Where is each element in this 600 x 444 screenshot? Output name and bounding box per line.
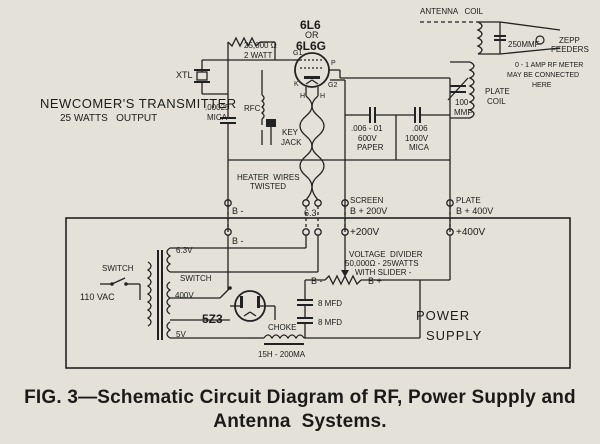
label-rf-meter-2: MAY BE CONNECTED: [507, 72, 580, 79]
key-jack: [261, 119, 276, 145]
label-vd-value: 50,000Ω - 25WATTS: [345, 259, 419, 268]
label-twisted: TWISTED: [250, 182, 286, 191]
terminal-label-63: 6.3: [304, 208, 317, 218]
label-c4-unit: MMF: [454, 108, 473, 117]
label-k: K: [294, 81, 299, 88]
label-8mfd-b: 8 MFD: [318, 318, 342, 327]
voltage-divider: [305, 235, 451, 339]
figure-caption-line2: Antenna Systems.: [213, 411, 387, 432]
label-g2: G2: [328, 82, 338, 89]
label-c3-volt: 1000V: [405, 134, 429, 143]
label-vd-bminus: B -: [311, 276, 323, 286]
label-heater-wires: HEATER WIRES: [237, 173, 300, 182]
heater-wires: [299, 95, 325, 201]
label-8mfd-a: 8 MFD: [318, 299, 342, 308]
label-r1-value: 25,000 Ω: [244, 41, 277, 50]
label-110vac: 110 VAC: [80, 292, 115, 302]
label-c5: 250MMF: [508, 40, 540, 49]
crystal: [194, 60, 210, 94]
terminal-label-plate-volt: B + 400V: [456, 206, 494, 216]
label-power: POWER: [416, 308, 471, 323]
capacitor-006-mica: [396, 107, 450, 123]
label-switch: SWITCH: [102, 264, 134, 273]
transmitter-title: NEWCOMER'S TRANSMITTER: [40, 96, 237, 111]
label-63v: 6.3V: [176, 246, 193, 255]
label-5z3: 5Z3: [202, 312, 223, 326]
terminal-label-screen: SCREEN: [350, 196, 384, 205]
label-vd-slider: WITH SLIDER -: [355, 268, 412, 277]
mica-capacitor-00025: [220, 60, 236, 160]
tube-label-or: OR: [305, 30, 319, 40]
terminal-label-screen-volt: B + 200V: [350, 206, 388, 216]
grid-resistor: [227, 36, 276, 60]
tube-6l6: [294, 52, 340, 96]
label-c3-value: .006: [412, 124, 428, 133]
tube-label-6l6g: 6L6G: [296, 39, 327, 53]
power-transformer: [146, 247, 172, 340]
antenna-coil: [420, 21, 561, 55]
label-voltage-divider: VOLTAGE DIVIDER: [349, 250, 423, 259]
label-plate-coil-2: COIL: [487, 97, 506, 106]
label-c2-volt: 600V: [358, 134, 377, 143]
label-c1-type: MICA: [207, 113, 227, 122]
label-c3-type: MICA: [409, 143, 429, 152]
label-h1: H: [300, 93, 306, 100]
rf-choke: [260, 70, 265, 125]
label-key: KEY: [282, 128, 299, 137]
label-zepp: ZEPP: [559, 36, 580, 45]
ac-switch: [100, 277, 141, 300]
power-supply-box: [65, 217, 571, 369]
label-xtl: XTL: [176, 70, 193, 80]
label-rf-meter-3: HERE: [532, 82, 552, 89]
ps-label-bminus: B -: [232, 236, 244, 246]
label-choke-value: 15H - 200MA: [258, 350, 306, 359]
ps-label-400: +400V: [456, 227, 486, 238]
label-plate-coil-1: PLATE: [485, 87, 510, 96]
label-c4-value: 100: [455, 98, 469, 107]
label-vd-bplus: B +: [368, 276, 382, 286]
label-5v: 5V: [176, 330, 186, 339]
label-switch2: SWITCH: [180, 274, 212, 283]
terminal-label-plate: PLATE: [456, 196, 481, 205]
label-antenna-coil: ANTENNA COIL: [420, 7, 484, 16]
label-p: P: [331, 60, 336, 67]
label-feeders: FEEDERS: [551, 45, 589, 54]
terminal-label-bminus: B -: [232, 206, 244, 216]
label-r1-watt: 2 WATT: [244, 51, 273, 60]
rectifier-tube-5z3: [230, 290, 276, 322]
label-rfc: RFC: [244, 104, 261, 113]
label-g1: G1: [293, 50, 303, 57]
label-c2-value: .006 - 01: [351, 124, 383, 133]
figure-caption-line1: FIG. 3—Schematic Circuit Diagram of RF, …: [24, 387, 576, 408]
label-rf-meter-1: 0 - 1 AMP RF METER: [515, 62, 584, 69]
label-400v: 400V: [175, 291, 194, 300]
label-h2: H: [320, 93, 326, 100]
capacitor-006-paper: [345, 107, 397, 150]
label-choke: CHOKE: [268, 323, 297, 332]
label-c2-type: PAPER: [357, 143, 384, 152]
transmitter-subtitle: 25 WATTS OUTPUT: [60, 113, 158, 124]
label-c1-value: .00025: [205, 103, 230, 112]
tube-label-6l6: 6L6: [300, 18, 321, 32]
filter-choke: [248, 334, 330, 345]
label-jack: JACK: [281, 138, 302, 147]
filter-capacitors: [297, 280, 313, 338]
plate-coil: [447, 61, 475, 119]
ps-label-200: +200V: [350, 227, 380, 238]
label-supply: SUPPLY: [426, 328, 483, 343]
